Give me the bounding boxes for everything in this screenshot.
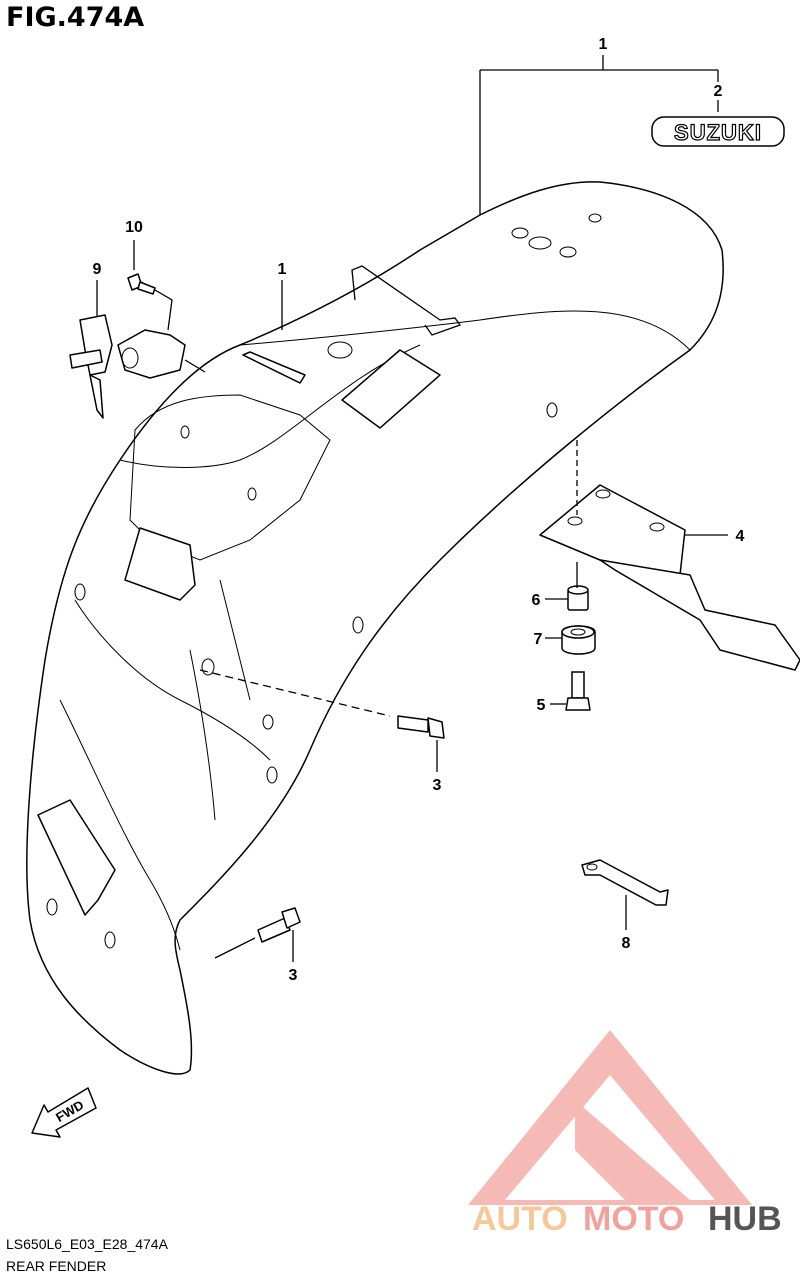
bolt-3-low (214, 907, 301, 962)
callout-8: 8 (622, 935, 631, 952)
bolt-5 (550, 671, 591, 711)
callout-4: 4 (736, 528, 745, 545)
suzuki-emblem: SUZUKI (651, 116, 785, 147)
watermark-moto: MOTO (583, 1200, 684, 1238)
callout-1-top: 1 (599, 36, 608, 53)
clamp-8 (581, 859, 669, 930)
seat-lock-9 (69, 280, 206, 419)
callout-2: 2 (714, 83, 723, 100)
bolt-3-mid (199, 669, 445, 772)
suzuki-emblem-text: SUZUKI (674, 120, 762, 145)
rear-fender (26, 181, 724, 1075)
leader-1-top (479, 55, 719, 215)
collar-6 (545, 562, 589, 611)
diagram-code: LS650L6_E03_E28_474A (6, 1236, 168, 1252)
watermark-hub: HUB (708, 1200, 782, 1238)
callout-9: 9 (93, 261, 102, 278)
callout-5: 5 (537, 697, 546, 714)
watermark-logo (468, 1030, 752, 1205)
callout-7: 7 (534, 631, 543, 648)
callout-1-mid: 1 (278, 261, 287, 278)
bolt-10 (127, 240, 173, 331)
cushion-7 (545, 625, 596, 655)
watermark-text: AUTO MOTO HUB (472, 1200, 782, 1238)
callout-6: 6 (532, 592, 541, 609)
bracket-4 (539, 440, 800, 671)
watermark-auto: AUTO (472, 1200, 568, 1238)
fwd-arrow-icon: FWD (31, 1087, 97, 1138)
callout-3-low: 3 (289, 967, 298, 984)
callout-3-mid: 3 (433, 777, 442, 794)
figure-title: FIG.474A (6, 2, 145, 33)
diagram-name: REAR FENDER (6, 1258, 107, 1274)
callout-10: 10 (125, 219, 143, 236)
